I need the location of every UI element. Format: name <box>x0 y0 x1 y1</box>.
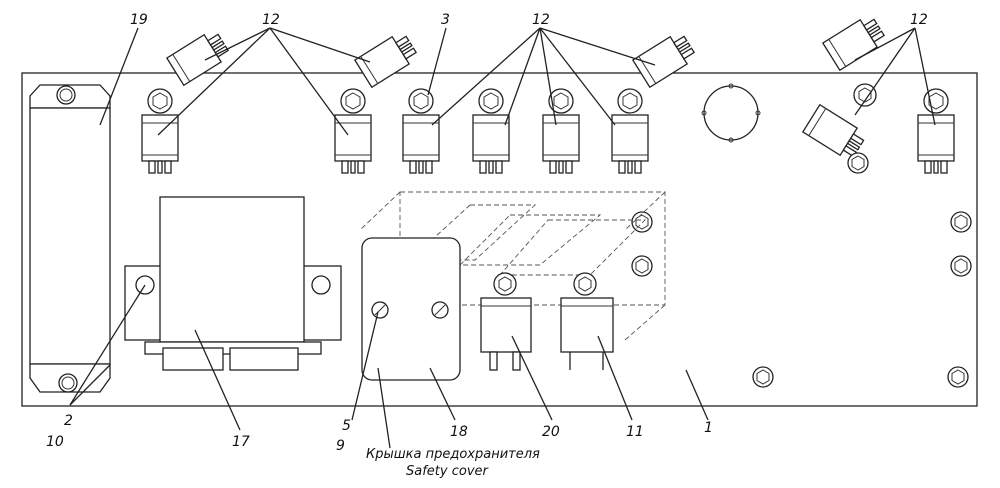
label-3: 3 <box>441 12 450 28</box>
label-12-right: 12 <box>910 12 928 28</box>
nut-5 <box>950 255 972 277</box>
label-5: 5 <box>342 418 351 434</box>
label-12-middle: 12 <box>532 12 550 28</box>
relay-5 <box>542 88 580 174</box>
relay-11 <box>560 272 614 370</box>
label-17: 17 <box>232 434 250 450</box>
caption-english: Safety cover <box>406 464 490 479</box>
spare-relay-4 <box>822 12 888 71</box>
relay-20 <box>480 272 532 371</box>
nut-4 <box>950 211 972 233</box>
relay-1 <box>141 88 179 174</box>
label-12-left: 12 <box>262 12 280 28</box>
connector-hole <box>701 83 761 143</box>
label-10: 10 <box>46 434 64 450</box>
label-2: 2 <box>64 413 73 429</box>
relay-3 <box>402 88 440 174</box>
nut-7 <box>947 366 969 388</box>
control-unit <box>124 196 342 371</box>
label-11: 11 <box>626 424 644 440</box>
leader-lines <box>69 27 936 449</box>
safety-cover <box>361 237 461 381</box>
label-1: 1 <box>704 420 713 436</box>
relay-6 <box>611 88 649 174</box>
nut-3 <box>631 255 653 277</box>
label-18: 18 <box>450 424 468 440</box>
spare-relay-5-nut <box>853 83 877 107</box>
label-20: 20 <box>542 424 560 440</box>
caption-russian: Крышка предохранителя <box>366 447 540 462</box>
nut-6 <box>752 366 774 388</box>
label-9: 9 <box>336 438 345 454</box>
relay-2 <box>334 88 372 174</box>
nut-2 <box>631 211 653 233</box>
mounting-bracket <box>29 84 111 393</box>
relay-7 <box>917 88 955 174</box>
nut-1 <box>847 152 869 174</box>
label-19: 19 <box>130 12 148 28</box>
relay-4 <box>472 88 510 174</box>
